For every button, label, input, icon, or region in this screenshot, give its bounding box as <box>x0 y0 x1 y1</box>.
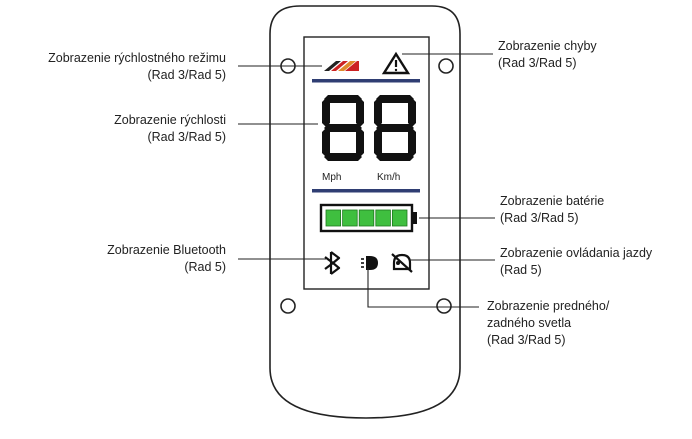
separator-top <box>312 79 420 83</box>
callout-battery: Zobrazenie batérie (Rad 3/Rad 5) <box>500 193 604 227</box>
speed-mode-icon <box>324 61 359 71</box>
bluetooth-icon <box>324 251 341 275</box>
digit-segment-c <box>408 128 416 157</box>
callout-battery-title: Zobrazenie batérie <box>500 194 605 208</box>
battery-segment <box>342 209 358 227</box>
callout-speed-mode-title: Zobrazenie rýchlostného režimu <box>48 51 226 65</box>
speed-digits <box>322 95 416 161</box>
callout-error: Zobrazenie chyby (Rad 3/Rad 5) <box>498 38 597 72</box>
callout-bluetooth: Zobrazenie Bluetooth (Rad 5) <box>107 242 226 276</box>
speed-digit <box>322 95 364 161</box>
callout-speed-mode: Zobrazenie rýchlostného režimu (Rad 3/Ra… <box>48 50 226 84</box>
digit-segment-g <box>324 124 362 132</box>
ride-control-off-icon <box>391 253 413 273</box>
mount-hole-bottom-right <box>436 298 452 314</box>
battery-segment <box>358 209 375 227</box>
callout-bluetooth-title: Zobrazenie Bluetooth <box>107 243 226 257</box>
callout-error-title: Zobrazenie chyby <box>498 39 597 53</box>
mount-hole-top-right <box>438 58 454 74</box>
unit-kmh: Km/h <box>377 172 400 183</box>
digit-segment-c <box>356 128 364 157</box>
digit-segment-e <box>374 128 382 157</box>
digit-segment-f <box>322 98 330 127</box>
unit-mph: Mph <box>322 172 341 183</box>
callout-battery-models: (Rad 3/Rad 5) <box>500 211 579 225</box>
warning-triangle-icon <box>381 51 411 75</box>
callout-speed-models: (Rad 3/Rad 5) <box>147 130 226 144</box>
callout-speed: Zobrazenie rýchlosti (Rad 3/Rad 5) <box>114 112 226 146</box>
digit-segment-f <box>374 98 382 127</box>
battery-icon <box>319 203 417 233</box>
digit-segment-d <box>376 153 414 161</box>
callout-light: Zobrazenie predného/ zadného svetla (Rad… <box>487 298 609 349</box>
leader-light <box>367 268 479 308</box>
callout-light-models: (Rad 3/Rad 5) <box>487 333 566 347</box>
speed-digit <box>374 95 416 161</box>
battery-segment <box>391 209 408 227</box>
callout-light-title: Zobrazenie predného/ <box>487 299 610 313</box>
battery-segment <box>375 209 391 227</box>
digit-segment-d <box>324 153 362 161</box>
headlight-icon <box>361 256 378 270</box>
callout-bluetooth-models: (Rad 5) <box>184 260 226 274</box>
callout-speed-title: Zobrazenie rýchlosti <box>114 113 226 127</box>
leader-lines <box>238 53 495 308</box>
digit-segment-a <box>324 95 362 103</box>
callout-ride-control-title: Zobrazenie ovládania jazdy <box>500 246 653 260</box>
callout-error-models: (Rad 3/Rad 5) <box>498 56 577 70</box>
callout-speed-mode-models: (Rad 3/Rad 5) <box>147 68 226 82</box>
digit-segment-g <box>376 124 414 132</box>
display-screen <box>303 36 430 290</box>
digit-segment-b <box>356 98 364 127</box>
digit-segment-b <box>408 98 416 127</box>
callout-light-title2: zadného svetla <box>487 316 572 330</box>
digit-segment-a <box>376 95 414 103</box>
battery-segment <box>325 209 342 227</box>
callout-ride-control: Zobrazenie ovládania jazdy (Rad 5) <box>500 245 652 279</box>
callout-ride-control-models: (Rad 5) <box>500 263 542 277</box>
mount-hole-bottom-left <box>280 298 296 314</box>
separator-bottom <box>312 189 420 193</box>
digit-segment-e <box>322 128 330 157</box>
